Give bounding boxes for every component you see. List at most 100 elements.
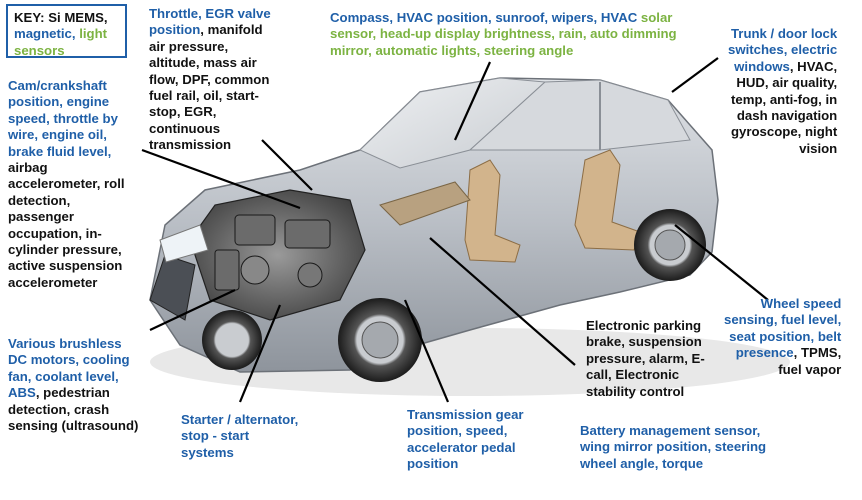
leader-throttle — [261, 139, 313, 191]
throttle-line: air pressure, — [149, 39, 271, 55]
wheel-text-segment: fuel vapor — [778, 361, 842, 377]
rear-wheel — [634, 209, 706, 281]
cam-text-segment: accelerometer — [8, 274, 98, 290]
cam-line: Cam/crankshaft — [8, 78, 125, 94]
trunk-line: dash navigation — [728, 108, 837, 124]
wheel-text-segment: Wheel speed — [760, 296, 842, 311]
parking-line: stability control — [586, 384, 705, 400]
front-seat — [464, 159, 521, 263]
trunk-line: gyroscope, night — [728, 124, 837, 140]
cam-text-segment: detection, — [8, 192, 71, 208]
brushless-line: Various brushless — [8, 336, 138, 352]
leader-transmission — [403, 299, 450, 403]
wheel-text-segment: sensing, fuel level, — [724, 312, 842, 328]
throttle-text-segment: altitude, mass air — [149, 55, 257, 71]
key-magnetic: magnetic, — [14, 26, 76, 42]
wheel-line: sensing, fuel level, — [724, 312, 841, 328]
brushless-text-segment: DC motors, cooling — [8, 352, 130, 368]
compass-line: Compass, HVAC position, sunroof, wipers,… — [330, 10, 677, 26]
transmission-line: position, speed, — [407, 423, 524, 439]
cam-line: brake fluid level, — [8, 144, 125, 160]
brushless-text-segment: detection, crash — [8, 401, 110, 417]
wheel-line: presence, TPMS, — [724, 345, 842, 361]
cam-text-segment: position, engine — [8, 94, 110, 110]
trunk-line: windows, HVAC, — [728, 59, 837, 75]
throttle-text-segment: Throttle, EGR valve — [149, 6, 271, 21]
throttle-text-segment: air pressure, — [149, 38, 229, 54]
headlight — [159, 224, 209, 263]
trunk-text-segment: dash navigation — [736, 108, 838, 124]
cam-text-segment: speed, throttle by — [8, 110, 118, 126]
compass-text-segment: Compass, HVAC position, sunroof, wipers,… — [330, 10, 641, 25]
front-grille — [149, 254, 196, 321]
cam-text-segment: brake fluid level, — [8, 143, 112, 159]
throttle-line: Throttle, EGR valve — [149, 6, 271, 22]
compass-text-segment: solar — [640, 10, 673, 25]
battery-text-segment: Battery management sensor, — [580, 423, 761, 438]
cam-line: position, engine — [8, 94, 125, 110]
parking-text-segment: call, Electronic — [586, 367, 680, 383]
cam-text-segment: cylinder pressure, — [8, 242, 122, 258]
leader-cam — [141, 148, 301, 210]
throttle-line: flow, DPF, common — [149, 72, 271, 88]
leader-compass — [453, 61, 492, 141]
cam-line: detection, — [8, 193, 125, 209]
brushless-text-segment: Various brushless — [8, 336, 122, 351]
trunk-line: HUD, air quality, — [728, 75, 837, 91]
cam-line: airbag — [8, 160, 125, 176]
trunk-text-segment: , HVAC, — [789, 58, 838, 74]
cam-text-segment: wire, engine oil, — [8, 127, 107, 143]
transmission-line: accelerator pedal — [407, 440, 524, 456]
cam-text-segment: accelerometer, roll — [8, 176, 125, 192]
brushless-line: sensing (ultrasound) — [8, 418, 138, 434]
cam-line: accelerometer, roll — [8, 176, 125, 192]
trunk-text-segment: windows — [734, 58, 790, 74]
starter-text-segment: Starter / alternator, — [181, 412, 299, 427]
rear-seat — [574, 149, 641, 251]
starter-line: systems — [181, 445, 298, 461]
trunk-text-segment: temp, anti-fog, in — [731, 91, 838, 107]
wheel-line: fuel vapor — [724, 362, 841, 378]
starter-text-segment: stop - start — [181, 428, 250, 444]
label-battery-management: Battery management sensor,wing mirror po… — [580, 423, 766, 472]
cam-line: accelerometer — [8, 275, 125, 291]
parking-text-segment: Electronic parking — [586, 318, 702, 333]
legend-key-text: KEY: Si MEMS, magnetic, light sensors — [8, 6, 125, 59]
cam-line: occupation, in- — [8, 226, 125, 242]
starter-line: stop - start — [181, 428, 298, 444]
throttle-line: continuous — [149, 121, 271, 137]
battery-line: wing mirror position, steering — [580, 439, 766, 455]
wheel-line: Wheel speed — [724, 296, 842, 312]
throttle-text-segment: stop, EGR, — [149, 104, 217, 120]
trunk-text-segment: switches, electric — [728, 42, 838, 58]
throttle-text-segment: position — [149, 22, 201, 38]
trunk-text-segment: Trunk / door lock — [730, 26, 838, 41]
transmission-line: Transmission gear — [407, 407, 524, 423]
compass-text-segment: sensor, head-up display brightness, rain… — [330, 26, 677, 42]
parking-line: Electronic parking — [586, 318, 705, 334]
brushless-text-segment: sensing (ultrasound) — [8, 418, 139, 434]
front-wheel — [338, 298, 422, 382]
parking-text-segment: stability control — [586, 383, 685, 399]
wheel-text-segment: seat position, belt — [729, 328, 842, 344]
battery-line: wheel angle, torque — [580, 456, 766, 472]
throttle-text-segment: flow, DPF, common — [149, 71, 270, 87]
battery-text-segment: wheel angle, torque — [580, 455, 704, 471]
key-sensors: sensors — [14, 42, 65, 58]
brushless-line: DC motors, cooling — [8, 352, 138, 368]
trunk-line: switches, electric — [728, 42, 837, 58]
rear-left-wheel — [202, 310, 262, 370]
trunk-text-segment: vision — [799, 140, 838, 156]
throttle-text-segment: , manifold — [200, 22, 263, 38]
leader-parking — [429, 237, 576, 366]
trunk-line: vision — [728, 141, 837, 157]
cam-text-segment: occupation, in- — [8, 225, 102, 241]
